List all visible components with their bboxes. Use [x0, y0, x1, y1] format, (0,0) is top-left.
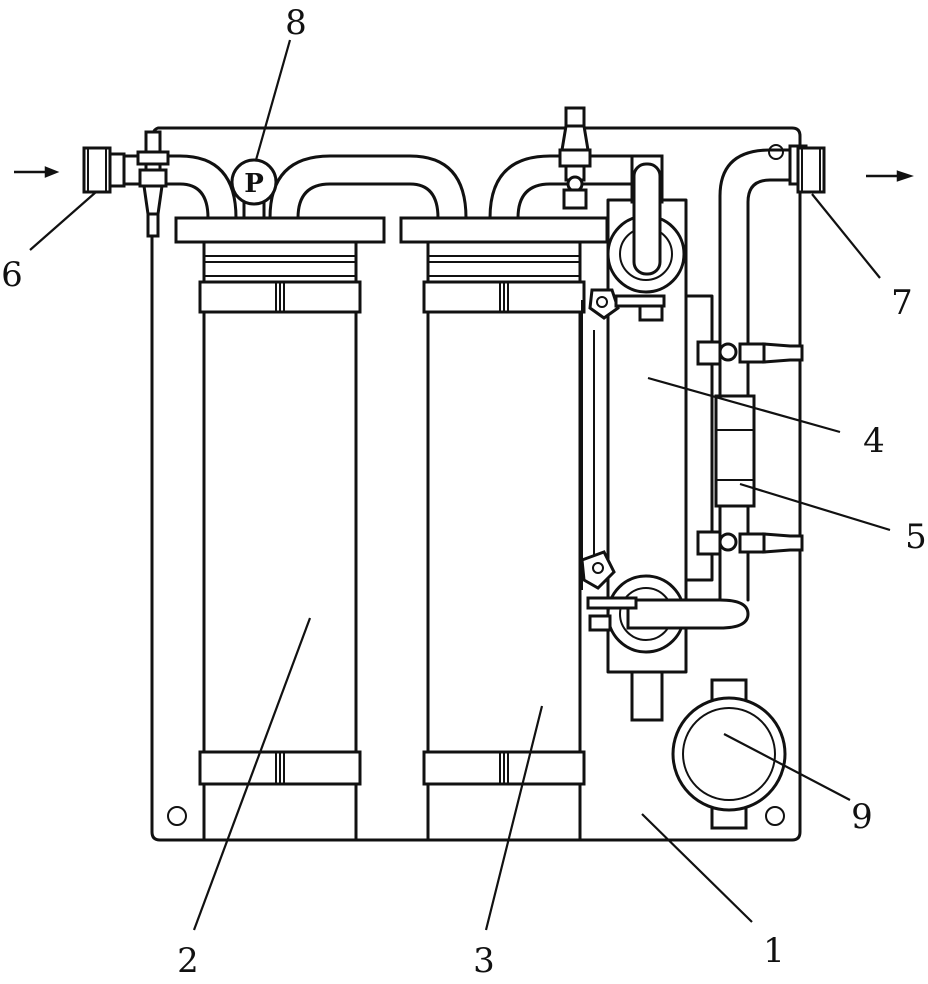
label-5: 5 [905, 517, 927, 557]
label-7: 7 [891, 283, 913, 323]
filter-cartridge-middle [399, 216, 609, 842]
inlet-arrow-icon [14, 166, 60, 178]
sensor-riser [696, 338, 804, 602]
top-piping [116, 154, 636, 220]
label-8: 8 [285, 3, 307, 43]
gauge-symbol: P [244, 169, 264, 199]
outlet-fitting [718, 144, 914, 342]
label-1: 1 [763, 931, 785, 971]
label-4: 4 [863, 421, 885, 461]
outlet-arrow-icon [866, 170, 914, 182]
inlet-fitting [14, 146, 126, 194]
leader-lines [29, 39, 891, 931]
top-valve [558, 106, 592, 210]
sight-glass [671, 678, 787, 830]
label-3: 3 [473, 941, 495, 981]
pressure-gauge-icon [230, 158, 278, 206]
label-6: 6 [1, 255, 23, 295]
label-9: 9 [851, 797, 873, 837]
reference-labels: 8 6 7 4 5 9 2 3 1 [1, 3, 927, 981]
label-2: 2 [177, 941, 199, 981]
filter-housing [580, 154, 750, 722]
pressure-gauge: P [230, 158, 278, 206]
filter-cartridge-left [174, 216, 386, 842]
inlet-valve [136, 130, 170, 238]
